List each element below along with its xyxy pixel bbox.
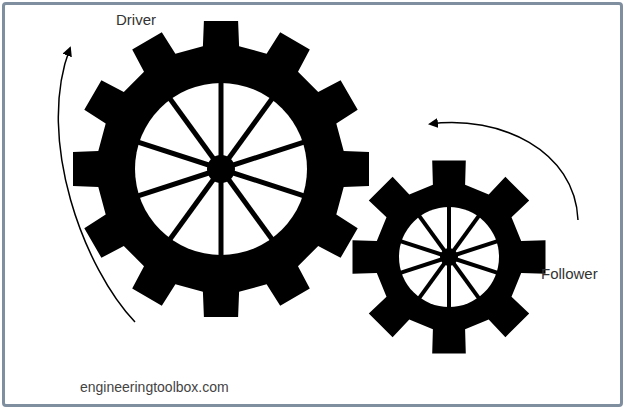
gear-body [73, 21, 369, 317]
rotation-arrow [430, 123, 578, 220]
rotation-arrow [58, 48, 135, 322]
gear-body [353, 161, 546, 354]
watermark: engineeringtoolbox.com [80, 380, 229, 395]
gear-label: Follower [541, 266, 598, 283]
follower-gear [353, 161, 546, 354]
gear-label: Driver [116, 12, 156, 29]
gear-hub [440, 248, 458, 266]
driver-gear [73, 21, 369, 317]
gear-hub [207, 155, 235, 183]
